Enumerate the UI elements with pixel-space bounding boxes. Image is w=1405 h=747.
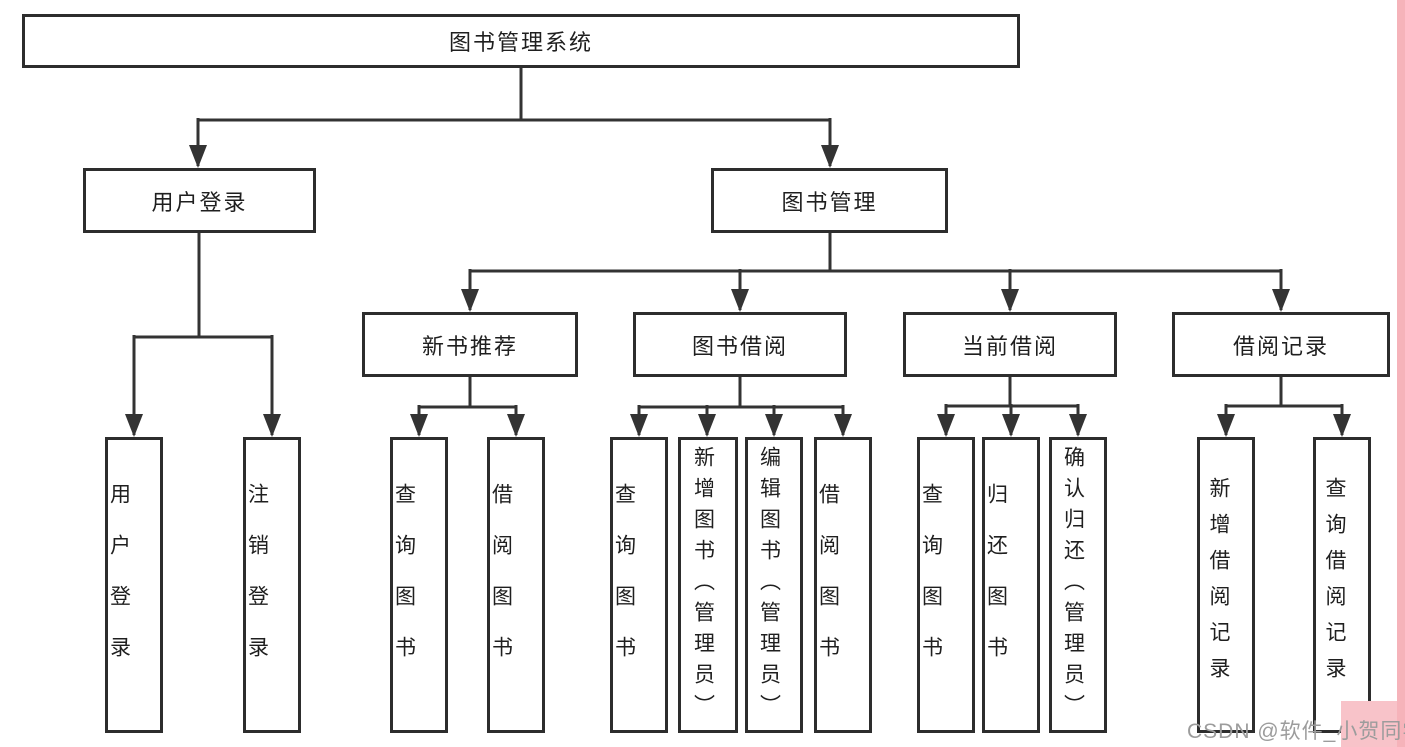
node-borrow-records: 借阅记录 bbox=[1172, 312, 1390, 377]
arrowhead-icon bbox=[698, 414, 716, 437]
arrowhead-icon bbox=[821, 145, 839, 168]
arrowhead-icon bbox=[461, 289, 479, 312]
node-book-management: 图书管理 bbox=[711, 168, 948, 233]
arrowhead-icon bbox=[507, 414, 525, 437]
arrowhead-icon bbox=[731, 289, 749, 312]
connector-user-login-to-leaves bbox=[125, 233, 281, 437]
node-new-book-recommend: 新书推荐 bbox=[362, 312, 578, 377]
connector-book-borrow-to-leaves bbox=[630, 377, 852, 437]
arrowhead-icon bbox=[630, 414, 648, 437]
leaf-query-books-3: 查询图书 bbox=[917, 437, 975, 733]
arrowhead-icon bbox=[410, 414, 428, 437]
leaf-add-books-admin: 新增图书（管理员） bbox=[678, 437, 738, 733]
arrowhead-icon bbox=[1272, 289, 1290, 312]
leaf-confirm-return-admin: 确认归还（管理员） bbox=[1049, 437, 1107, 733]
arrowhead-icon bbox=[189, 145, 207, 168]
leaf-query-books-1: 查询图书 bbox=[390, 437, 448, 733]
connector-new-books-to-leaves bbox=[410, 377, 525, 437]
node-current-borrow: 当前借阅 bbox=[903, 312, 1117, 377]
connector-borrow-records-to-leaves bbox=[1217, 377, 1351, 437]
node-user-login: 用户登录 bbox=[83, 168, 316, 233]
arrowhead-icon bbox=[1217, 414, 1235, 437]
arrowhead-icon bbox=[1001, 289, 1019, 312]
arrowhead-icon bbox=[263, 414, 281, 437]
connector-root-to-level2 bbox=[189, 68, 839, 168]
arrowhead-icon bbox=[1333, 414, 1351, 437]
watermark: CSDN @软件_小贺同学 bbox=[1187, 720, 1405, 743]
leaf-logout: 注销登录 bbox=[243, 437, 301, 733]
arrowhead-icon bbox=[125, 414, 143, 437]
pink-edge-band bbox=[1397, 0, 1405, 747]
leaf-borrow-books-2: 借阅图书 bbox=[814, 437, 872, 733]
connector-current-borrow-to-leaves bbox=[937, 377, 1087, 437]
pink-corner-patch bbox=[1341, 701, 1405, 747]
arrowhead-icon bbox=[1002, 414, 1020, 437]
leaf-edit-books-admin: 编辑图书（管理员） bbox=[745, 437, 803, 733]
arrowhead-icon bbox=[937, 414, 955, 437]
connector-book-mgmt-to-level3 bbox=[461, 233, 1290, 312]
node-root-system: 图书管理系统 bbox=[22, 14, 1020, 68]
leaf-return-books: 归还图书 bbox=[982, 437, 1040, 733]
arrowhead-icon bbox=[834, 414, 852, 437]
leaf-borrow-books-1: 借阅图书 bbox=[487, 437, 545, 733]
leaf-user-login: 用户登录 bbox=[105, 437, 163, 733]
leaf-query-books-2: 查询图书 bbox=[610, 437, 668, 733]
arrowhead-icon bbox=[765, 414, 783, 437]
node-book-borrow: 图书借阅 bbox=[633, 312, 847, 377]
leaf-add-borrow-record: 新增借阅记录 bbox=[1197, 437, 1255, 733]
leaf-query-borrow-record: 查询借阅记录 bbox=[1313, 437, 1371, 733]
arrowhead-icon bbox=[1069, 414, 1087, 437]
